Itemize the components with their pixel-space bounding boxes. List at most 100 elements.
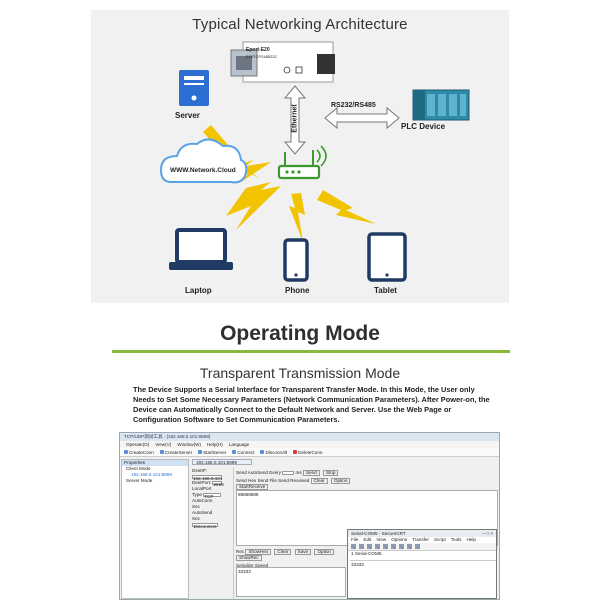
option-recv-button[interactable]: Option	[314, 549, 334, 555]
settings-icon[interactable]	[407, 544, 412, 549]
app-title-bar: TCP/UDP测试工具 - [192.168.0.101:8899]	[120, 433, 499, 441]
tree-node-connection[interactable]: 192.168.0.101:8899	[131, 472, 172, 477]
connect-icon	[232, 450, 237, 454]
menu-item[interactable]: Transfer	[412, 537, 429, 542]
menu-item[interactable]: Options	[391, 537, 408, 542]
securecrt-window: Serial-COM5 - SecureCRT – □ × File Edit …	[347, 529, 497, 599]
securecrt-title-bar: Serial-COM5 - SecureCRT – □ ×	[348, 530, 496, 537]
module-code: E20TCP2485232	[246, 54, 277, 59]
dest-port-field[interactable]: 8899	[212, 480, 224, 487]
menu-item[interactable]: Tools	[450, 537, 462, 542]
stop-button[interactable]: Stop	[322, 470, 339, 476]
paste-icon[interactable]	[383, 544, 388, 549]
ethernet-label: Ethernet	[291, 104, 299, 133]
transparent-mode-subtitle: Transparent Transmission Mode	[199, 365, 401, 381]
create-conn-icon	[124, 450, 128, 454]
field-label: LocalPort	[192, 486, 212, 491]
securecrt-menu-bar: File Edit View Options Transfer Script T…	[348, 537, 496, 543]
properties-header: Properties	[122, 460, 188, 466]
ethernet-arrow	[283, 85, 307, 155]
tree-node-client[interactable]: Client Mode	[126, 466, 151, 471]
menu-item[interactable]: Script	[433, 537, 446, 542]
show-rec-button[interactable]: ShowRec	[236, 555, 262, 561]
plc-label: PLC Device	[401, 122, 446, 131]
send-file-option[interactable]: Send File	[257, 478, 277, 483]
save-button[interactable]: Save	[294, 549, 312, 555]
app-menu-bar: Operate(O) View(V) Window(W) Help(H) Lan…	[120, 441, 499, 448]
find-icon[interactable]	[391, 544, 396, 549]
send-button[interactable]: Send	[302, 470, 320, 476]
tree-node-server[interactable]: Server Mode	[126, 478, 153, 483]
menu-item[interactable]: View(V)	[155, 442, 172, 447]
autoconn-checkbox[interactable]: AutoConn	[192, 498, 213, 503]
bolt-icon	[226, 182, 281, 230]
menu-item[interactable]: Help	[466, 537, 476, 542]
module-label: Eport-E20	[246, 47, 270, 53]
field-label: Type	[192, 492, 202, 497]
help-icon[interactable]	[415, 544, 420, 549]
connect-icon[interactable]	[351, 544, 356, 549]
dest-ip-field[interactable]: 192.168.0.101	[192, 474, 223, 481]
architecture-diagram	[159, 41, 470, 282]
laptop-icon	[169, 228, 233, 270]
serial-label: RS232/RS485	[331, 102, 376, 109]
cloud-label: WWW.Network.Cloud	[170, 167, 236, 174]
autosend-option[interactable]: AutoSend	[247, 470, 268, 475]
send-text-area[interactable]: 33333	[236, 567, 346, 597]
toolbar-button[interactable]: CreateServer	[159, 448, 192, 456]
plc-icon	[412, 89, 470, 121]
disconnect-button[interactable]: Disconnect	[192, 522, 218, 529]
menu-item[interactable]: Help(H)	[206, 442, 223, 447]
maximize-icon[interactable]: □	[486, 531, 490, 536]
autosend-checkbox[interactable]: AutoSend	[192, 510, 213, 515]
field-label: DestPort:	[192, 480, 212, 485]
field-label: Sec	[192, 516, 200, 521]
toolbar-button[interactable]: DeleteConn	[293, 448, 322, 456]
menu-item[interactable]: View	[376, 537, 387, 542]
bolt-icon	[289, 193, 305, 242]
serialize-speed-option[interactable]: Serialize Speed	[236, 563, 269, 568]
session-tab[interactable]: 1 Serial-COM5	[351, 551, 382, 556]
architecture-title: Typical Networking Architecture	[192, 16, 408, 33]
start-server-icon	[198, 450, 203, 454]
minimize-icon[interactable]: –	[482, 531, 485, 536]
menu-item[interactable]: Window(W)	[177, 442, 201, 447]
toolbar-button[interactable]: DisconnAll	[260, 448, 287, 456]
field-label: DestIP:	[192, 468, 208, 473]
every-label: Every	[269, 470, 281, 475]
menu-item[interactable]: Language	[228, 442, 250, 447]
start-receive-button[interactable]: StartReceive	[236, 484, 269, 490]
toolbar-button[interactable]: CreateConn	[124, 448, 154, 456]
reconnect-icon[interactable]	[359, 544, 364, 549]
show-hex-button[interactable]: ShowHex	[245, 549, 272, 555]
disconnect-icon	[260, 450, 265, 454]
option-button[interactable]: Option	[330, 478, 351, 484]
send-received-option[interactable]: Send Received	[278, 478, 310, 483]
menu-item[interactable]: File	[351, 537, 359, 542]
terminal-area[interactable]: 33333	[350, 560, 496, 598]
operating-mode-title: Operating Mode	[220, 322, 380, 345]
menu-item[interactable]: Operate(O)	[126, 442, 150, 447]
clear-button[interactable]: Clear	[310, 478, 328, 484]
print-icon[interactable]	[399, 544, 404, 549]
disconnect-icon[interactable]	[367, 544, 372, 549]
mode-description: The Device Supports a Serial Interface f…	[133, 385, 490, 424]
laptop-label: Laptop	[185, 286, 212, 295]
toolbar-button[interactable]: Connect	[232, 448, 254, 456]
app-toolbar: CreateConn CreateServer StartServer Conn…	[120, 448, 499, 457]
copy-icon[interactable]	[375, 544, 380, 549]
connection-tab[interactable]: 192.168.0.101:8899	[192, 459, 252, 465]
cloud-icon	[159, 138, 248, 184]
menu-item[interactable]: Edit	[363, 537, 372, 542]
tablet-icon	[367, 232, 407, 282]
securecrt-title: Serial-COM5 - SecureCRT	[351, 531, 406, 536]
send-hex-option[interactable]: Send Hex	[236, 478, 257, 483]
type-select[interactable]: TCP	[203, 492, 222, 499]
clear-recv-button[interactable]: Clear	[274, 549, 292, 555]
close-icon[interactable]: ×	[490, 531, 493, 536]
server-label: Server	[175, 111, 200, 120]
send-label: Send	[236, 470, 247, 475]
server-icon	[179, 70, 209, 106]
interval-field[interactable]	[282, 470, 295, 475]
toolbar-button[interactable]: StartServer	[198, 448, 226, 456]
